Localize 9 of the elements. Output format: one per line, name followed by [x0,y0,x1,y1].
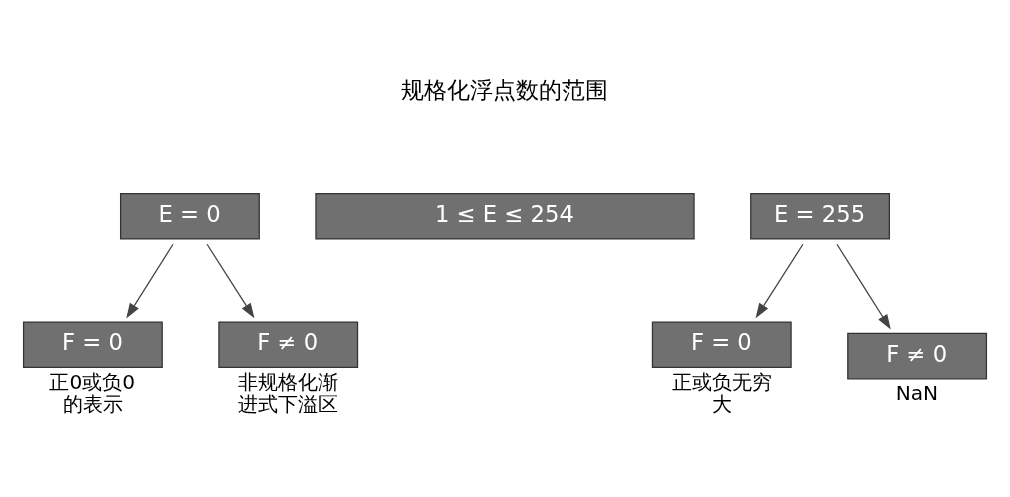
arrow [755,243,804,318]
arrow [126,243,174,318]
node-label: 非规格化渐进式下溢区 [238,369,339,416]
arrow [836,243,891,330]
label: 规格化浮点数的范围 [401,76,609,103]
node-label: 正或负无穷大 [671,369,772,416]
node-label: 正0或负0的表示 [49,369,136,416]
node-label: NaN [895,380,939,405]
arrow [206,243,255,318]
